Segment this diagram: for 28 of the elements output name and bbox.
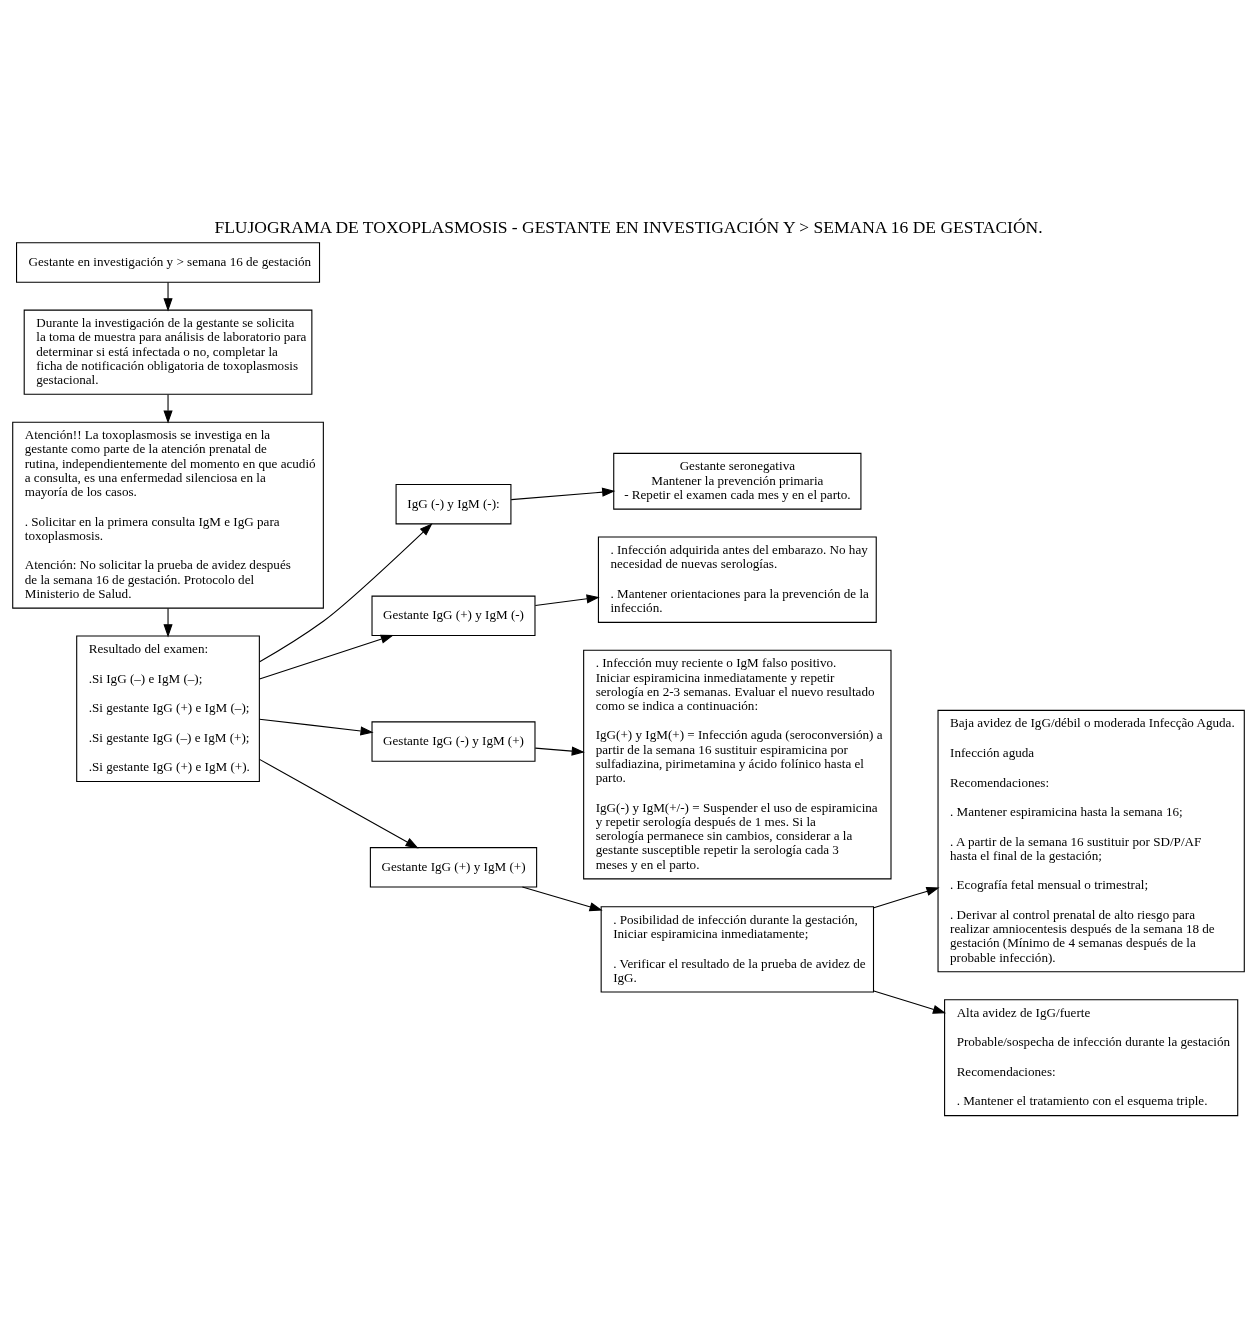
- diagram-title: FLUJOGRAMA DE TOXOPLASMOSIS - GESTANTE EN INVESTIGACIÓN Y > SEMANA 16 DE GESTACIÓN.: [214, 216, 1043, 237]
- node-box: Gestante en investigación y > semana 16 de gestación: [16, 241, 321, 283]
- node-box: . Posibilidad de infección durante la gestación, Iniciar espiramicina inmediatamente; . Verificar el resultado de la prueba de avidez de IgG.: [600, 905, 875, 993]
- node-box: IgG (-) y IgM (-):: [395, 483, 512, 524]
- node-box: Gestante IgG (-) y IgM (+): [371, 720, 536, 762]
- arrow: [163, 393, 173, 424]
- arrow: [510, 487, 616, 500]
- node-box: Resultado del examen: .Si IgG (–) e IgM (–); .Si gestante IgG (+) e IgM (–); .Si gestante IgG (–) e IgM (+); .Si gestante IgG (+) e IgM (+).: [76, 634, 260, 782]
- arrow: [259, 522, 433, 662]
- arrow: [873, 886, 940, 908]
- arrow: [259, 634, 394, 680]
- arrow: [163, 281, 173, 311]
- arrow: [873, 990, 947, 1014]
- arrow: [534, 593, 600, 606]
- node-box: Durante la investigación de la gestante se solicita la toma de muestra para análisis de laboratorio para determinar si está infectada o no, completar la ficha de notificación obligatoria de toxoplasmosis gestacional.: [23, 309, 313, 395]
- node-box: Gestante seronegativa Mantener la prevención primaria - Repetir el examen cada mes y en el parto.: [613, 452, 862, 510]
- arrow: [534, 746, 585, 756]
- node-box: Baja avidez de IgG/débil o moderada Infecção Aguda. Infección aguda Recomendaciones: . Mantener espiramicina hasta la semana 16; . A partir de la semana 16 sustituir por SD/P/AF hasta el final de la gestación; . Ecografía fetal mensual o trimestral; . Derivar al control prenatal de alto riesgo para realizar amniocentesis después de la semana 18 de gestación (Mínimo de 4 semanas después de la probable infección).: [937, 709, 1245, 972]
- node-box: Gestante IgG (+) y IgM (-): [371, 595, 536, 636]
- arrow: [521, 886, 603, 911]
- node-box: Alta avidez de IgG/fuerte Probable/sospecha de infección durante la gestación Recomendaciones: . Mantener el tratamiento con el esquema triple.: [944, 998, 1239, 1116]
- node-box: Atención!! La toxoplasmosis se investiga en la gestante como parte de la atención prenatal de rutina, independientemente del momento en que acudió a consulta, es una enfermedad silenciosa en la mayoría de los casos. . Solicitar en la primera consulta IgM e IgG para toxoplasmosis. Atención: No solicitar la prueba de avidez después de la semana 16 de gestación. Protocolo del Ministerio de Salud.: [12, 421, 324, 609]
- node-box: . Infección adquirida antes del embarazo. No hay necesidad de nuevas serologías. . Mantener orientaciones para la prevención de la infección.: [597, 536, 877, 623]
- node-box: Gestante IgG (+) y IgM (+): [369, 846, 538, 888]
- node-box: . Infección muy reciente o IgM falso positivo. Iniciar espiramicina inmediatamente y repetir serología en 2-3 semanas. Evaluar el nuevo resultado como se indica a continuación: IgG(+) y IgM(+) = Infección aguda (seroconversión) a partir de la semana 16 sustituir espiramicina por sulfadiazina, pirimetamina y ácido folínico hasta el parto. IgG(-) y IgM(+/-) = Suspender el uso de espiramicina y repetir serología después de 1 mes. Si la serología permanece sin cambios, considerar a la gestante susceptible repetir la serología cada 3 meses y en el parto.: [583, 649, 892, 879]
- arrow: [259, 718, 374, 735]
- arrow: [163, 607, 173, 637]
- arrow: [259, 758, 419, 848]
